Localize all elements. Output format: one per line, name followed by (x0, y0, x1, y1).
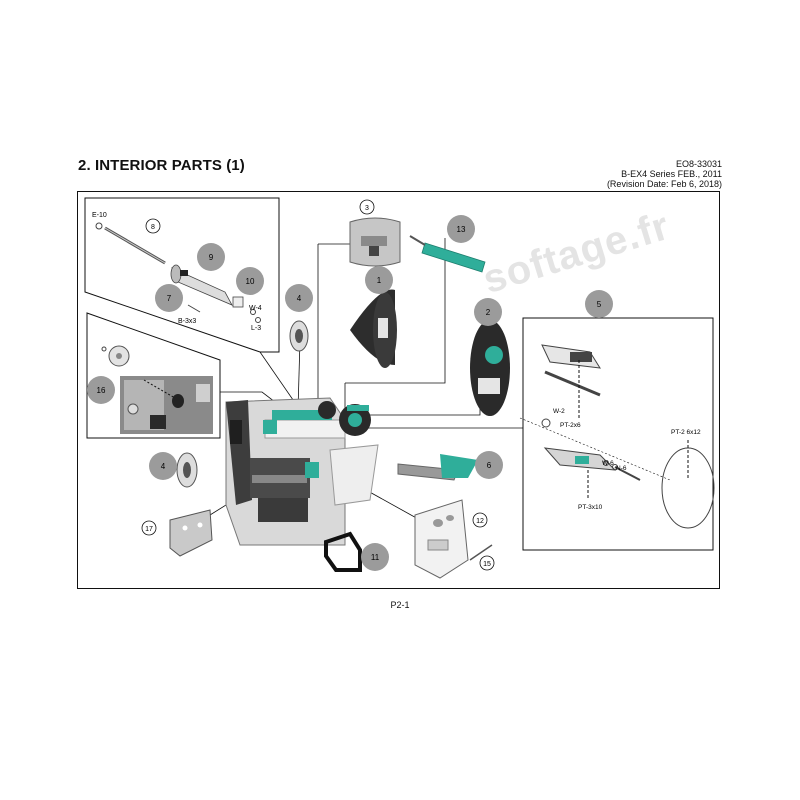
doc-number: EO8-33031 (675, 159, 722, 169)
hw-label-b3x3: B-3x3 (178, 318, 196, 325)
callout-17: 17 (145, 526, 153, 533)
core-holder-part (349, 217, 401, 267)
green-lever-part (397, 454, 478, 481)
supply-flange-part (470, 320, 510, 416)
callout-2: 2 (486, 308, 491, 317)
hw-label-n6: N-6 (616, 465, 627, 472)
callout-9: 9 (209, 253, 214, 262)
hw-label-w4: W-4 (249, 305, 262, 312)
inset-panel-spindle (84, 197, 280, 353)
hw-label-e10: E-10 (92, 212, 107, 219)
inset-panel-ribbon-holder (522, 317, 714, 551)
hw-label-pt3x10: PT-3x10 (578, 504, 603, 511)
hw-label-pt2x12: PT-2 6x12 (671, 429, 701, 436)
ribbon-spindle-part (170, 264, 261, 323)
callout-15: 15 (483, 561, 491, 568)
sensor-photo-part (120, 376, 213, 434)
callout-outline-group (141, 199, 495, 571)
hw-label-w2: W-2 (553, 408, 565, 415)
callout-13: 13 (457, 225, 466, 234)
diagram-frame (77, 191, 720, 589)
callout-12: 12 (476, 518, 484, 525)
green-tool-part (409, 235, 486, 273)
series-line: B-EX4 Series FEB., 2011 (621, 169, 722, 179)
bearing-part-lower (176, 452, 198, 488)
hw-label-w6: W-6 (602, 460, 614, 467)
side-plate-part (414, 499, 469, 579)
bracket-part (169, 509, 213, 557)
printer-mechanism-part (225, 397, 379, 546)
hw-label-l3: L-3 (251, 325, 261, 332)
callout-4-lower: 4 (161, 462, 166, 471)
callout-11: 11 (371, 553, 380, 562)
callout-5: 5 (597, 300, 602, 309)
revision-line: (Revision Date: Feb 6, 2018) (606, 179, 722, 189)
black-frame-part (324, 531, 362, 572)
callout-6: 6 (487, 461, 492, 470)
bearing-part-upper (289, 320, 309, 352)
hw-label-pt2x6: PT-2x6 (560, 422, 581, 429)
inset-panel-sensor (86, 312, 221, 439)
callout-7: 7 (167, 294, 172, 303)
section-title: 2. INTERIOR PARTS (1) (78, 157, 245, 174)
callout-3: 3 (365, 205, 369, 212)
callout-8: 8 (151, 224, 155, 231)
pin-part (469, 544, 493, 561)
spindle-shaft-part (95, 222, 166, 265)
callout-1: 1 (377, 276, 382, 285)
sensor-disc-part (101, 345, 130, 367)
callout-4-upper: 4 (297, 294, 302, 303)
callout-16: 16 (97, 386, 106, 395)
ribbon-holder-part (519, 344, 715, 529)
callout-grey-group (87, 215, 613, 571)
callout-10: 10 (246, 277, 255, 286)
page-number: P2-1 (390, 600, 410, 610)
ribbon-flange-part (350, 289, 397, 368)
